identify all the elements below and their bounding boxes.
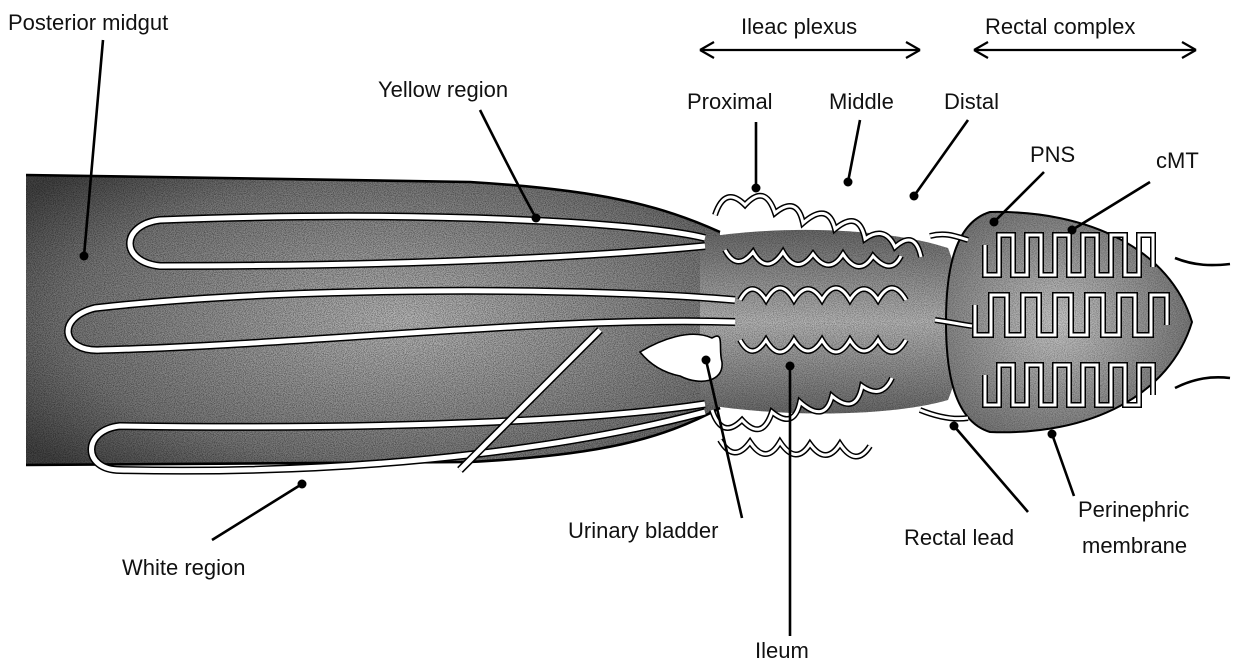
- leader-distal: [910, 120, 969, 201]
- leader-proximal: [752, 122, 761, 193]
- label-urinary-bladder: Urinary bladder: [568, 518, 718, 543]
- label-distal: Distal: [944, 89, 999, 114]
- label-perinephric: Perinephric: [1078, 497, 1189, 522]
- leader-middle: [844, 120, 861, 187]
- label-pns: PNS: [1030, 142, 1075, 167]
- label-rectal-complex: Rectal complex: [985, 14, 1135, 39]
- label-cmt: cMT: [1156, 148, 1199, 173]
- label-middle: Middle: [829, 89, 894, 114]
- label-yellow-region: Yellow region: [378, 77, 508, 102]
- label-white-region: White region: [122, 555, 246, 580]
- leader-cmt: [1068, 182, 1151, 235]
- leader-perinephric-membrane: [1048, 430, 1075, 497]
- label-proximal: Proximal: [687, 89, 773, 114]
- ileum-body: [700, 230, 963, 414]
- ileac-plexus-arrow: [700, 42, 920, 58]
- label-ileac-plexus: Ileac plexus: [741, 14, 857, 39]
- label-membrane: membrane: [1082, 533, 1187, 558]
- leader-white-region: [212, 480, 307, 541]
- label-ileum: Ileum: [755, 638, 809, 663]
- leader-rectal-lead: [950, 422, 1029, 513]
- label-rectal-lead: Rectal lead: [904, 525, 1014, 550]
- rectal-complex-arrow: [974, 42, 1196, 58]
- label-posterior-midgut: Posterior midgut: [8, 10, 168, 35]
